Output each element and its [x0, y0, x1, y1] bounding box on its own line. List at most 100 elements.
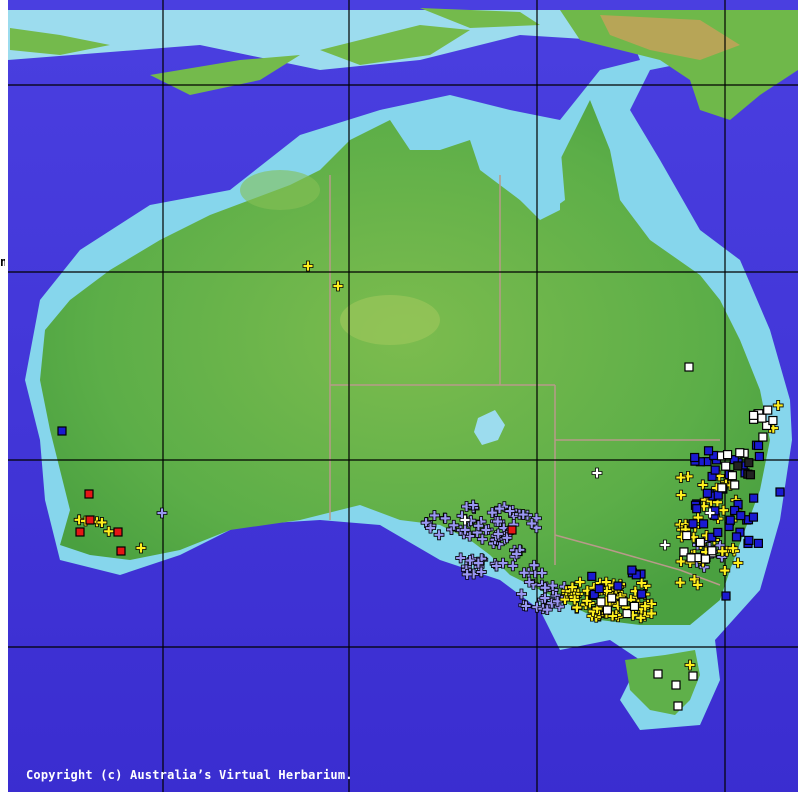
occurrence-square — [684, 362, 694, 372]
occurrence-square — [629, 601, 640, 611]
occurrence-cross — [591, 467, 603, 479]
occurrence-square — [721, 591, 731, 601]
occurrence-cross — [523, 576, 535, 588]
occurrence-cross — [536, 567, 548, 579]
occurrence-cross — [591, 603, 603, 615]
occurrence-square — [744, 458, 754, 468]
occurrence-cross — [520, 600, 532, 612]
occurrence-cross — [433, 529, 445, 541]
occurrence-cross — [73, 514, 85, 526]
occurrence-square — [710, 465, 720, 475]
macdonnell-highlands — [340, 295, 440, 345]
occurrence-cross — [135, 542, 147, 554]
occurrence-square — [753, 440, 764, 451]
occurrence-square — [707, 546, 717, 556]
occurrence-square — [745, 470, 756, 480]
occurrence-square — [607, 593, 617, 603]
occurrence-cross — [511, 548, 522, 560]
occurrence-cross — [552, 595, 563, 607]
occurrence-square — [754, 451, 764, 462]
occurrence-cross — [472, 557, 484, 569]
occurrence-cross — [103, 525, 115, 537]
occurrence-cross — [569, 594, 581, 606]
occurrence-cross — [674, 577, 686, 589]
kimberley-tint — [240, 170, 320, 210]
occurrence-cross — [581, 595, 593, 607]
occurrence-cross — [629, 585, 641, 597]
occurrence-cross — [547, 580, 559, 592]
occurrence-cross — [492, 528, 504, 540]
australia-mainland — [40, 100, 770, 625]
occurrence-square — [688, 671, 698, 681]
edge-label: n — [0, 255, 5, 269]
occurrence-cross — [574, 576, 586, 588]
occurrence-cross — [467, 499, 479, 511]
occurrence-square — [116, 546, 126, 556]
occurrence-cross — [96, 517, 108, 528]
occurrence-square — [602, 605, 612, 615]
occurrence-cross — [675, 556, 687, 567]
occurrence-square — [507, 525, 517, 535]
occurrence-square — [727, 471, 737, 481]
occurrence-cross — [492, 516, 504, 527]
bottom-edge — [0, 792, 798, 801]
occurrence-cross — [526, 518, 538, 529]
occurrence-cross — [727, 542, 739, 554]
occurrence-cross — [448, 519, 460, 531]
occurrence-square — [671, 680, 681, 690]
occurrence-cross — [719, 565, 731, 576]
occurrence-cross — [156, 507, 168, 519]
occurrence-square — [622, 608, 632, 619]
gulf-of-carpentaria — [480, 140, 565, 218]
occurrence-cross — [716, 545, 728, 557]
occurrence-cross — [461, 568, 473, 580]
occurrence-square — [618, 597, 628, 607]
occurrence-cross — [517, 509, 529, 520]
occurrence-square — [700, 554, 711, 564]
occurrence-square — [757, 413, 767, 423]
occurrence-square — [113, 527, 123, 537]
occurrence-cross — [455, 552, 467, 564]
occurrence-square — [75, 527, 85, 537]
occurrence-square — [690, 452, 700, 463]
occurrence-square — [85, 515, 95, 525]
occurrence-cross — [516, 588, 527, 600]
occurrence-square — [613, 581, 623, 591]
occurrence-square — [730, 480, 740, 490]
occurrence-square — [707, 532, 717, 542]
occurrence-cross — [682, 471, 694, 482]
occurrence-square — [748, 512, 759, 522]
occurrence-square — [682, 530, 692, 541]
occurrence-cross — [429, 510, 440, 521]
occurrence-square — [698, 519, 709, 529]
occurrence-cross — [302, 260, 314, 272]
occurrence-cross — [518, 567, 530, 579]
tasmania — [625, 650, 700, 715]
occurrence-cross — [476, 533, 488, 545]
occurrence-square — [627, 565, 637, 575]
occurrence-square — [713, 527, 723, 538]
occurrence-square — [653, 669, 663, 679]
occurrence-cross — [459, 524, 471, 536]
occurrence-cross — [684, 659, 696, 671]
occurrence-cross — [497, 557, 509, 569]
occurrence-square — [763, 405, 773, 415]
occurrence-cross — [704, 507, 716, 519]
occurrence-square — [762, 420, 772, 431]
occurrence-cross — [692, 579, 704, 591]
occurrence-square — [736, 510, 746, 521]
occurrence-cross — [539, 582, 551, 594]
occurrence-cross — [425, 522, 436, 534]
occurrence-cross — [528, 559, 540, 571]
occurrence-square — [587, 571, 597, 581]
occurrence-cross — [475, 566, 487, 578]
occurrence-square — [753, 538, 763, 548]
occurrence-cross — [439, 512, 451, 524]
occurrence-cross — [501, 532, 513, 544]
occurrence-square — [748, 410, 759, 420]
occurrence-cross — [504, 505, 516, 517]
occurrence-cross — [571, 602, 583, 613]
occurrence-square — [686, 553, 696, 563]
